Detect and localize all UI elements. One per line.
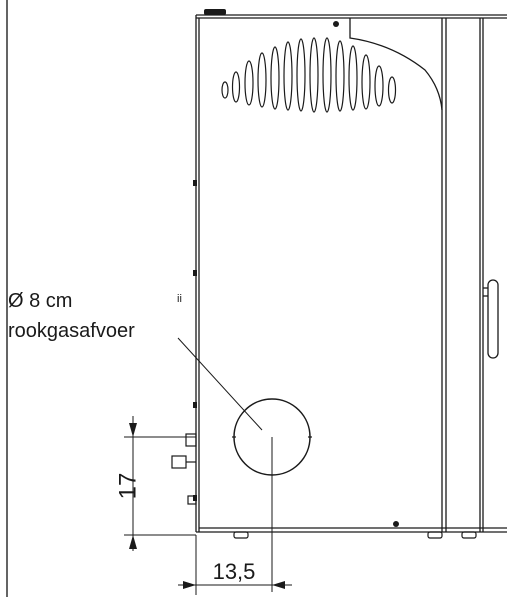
stove-body: [195, 14, 507, 533]
flue-diameter-label: Ø 8 cm: [8, 290, 72, 312]
flue-outlet: [232, 398, 312, 592]
height-dimension: [124, 416, 196, 551]
flue-outlet-label: rookgasafvoer: [8, 320, 135, 342]
small-mark: ii: [177, 293, 182, 305]
side-bolts: [193, 180, 197, 501]
ventilation-slots: [221, 37, 397, 113]
side-connector: [171, 433, 197, 505]
width-dimension: [178, 535, 292, 595]
door-handle: [483, 279, 499, 359]
height-dimension-label: 17: [115, 473, 142, 500]
top-details: [204, 9, 399, 527]
leader-line: [177, 337, 263, 431]
width-dimension-label: 13,5: [213, 559, 256, 584]
stove-feet: [233, 531, 477, 539]
